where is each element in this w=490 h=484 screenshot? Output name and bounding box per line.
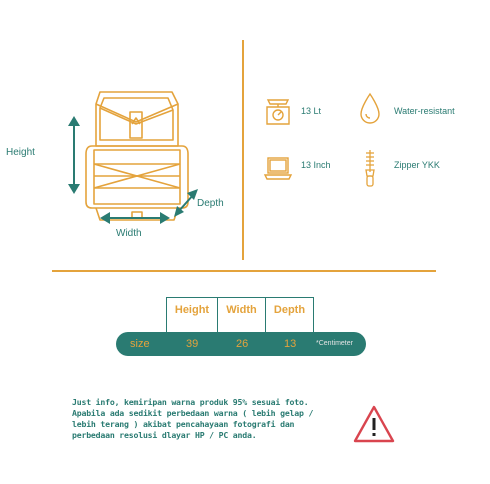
water-drop-icon xyxy=(360,92,380,124)
feature-water-resistant: Water-resistant xyxy=(394,106,455,116)
feature-volume: 13 Lt xyxy=(301,106,322,116)
feature-laptop-size: 13 Inch xyxy=(301,160,331,170)
depth-arrow-icon xyxy=(174,189,198,217)
size-value-height: 39 xyxy=(186,338,199,350)
header-height: Height xyxy=(166,297,218,321)
size-table-connector xyxy=(166,321,314,332)
connector-depth xyxy=(266,321,314,332)
height-label: Height xyxy=(6,147,35,158)
size-value-depth: 13 xyxy=(284,338,297,350)
size-row: size 39 26 13 *Centimeter xyxy=(116,332,366,356)
feature-zipper: Zipper YKK xyxy=(394,160,440,170)
scale-icon xyxy=(266,99,290,125)
header-depth: Depth xyxy=(266,297,314,321)
connector-width xyxy=(218,321,266,332)
backpack-illustration xyxy=(85,91,189,221)
size-table-header: Height Width Depth xyxy=(166,297,314,321)
note-line: Just info, kemiripan warna produk 95% se… xyxy=(72,397,309,407)
vertical-divider xyxy=(242,40,244,260)
height-arrow-icon xyxy=(68,116,80,194)
size-row-label: size xyxy=(130,338,150,350)
warning-icon xyxy=(353,405,395,443)
width-arrow-icon xyxy=(100,212,170,224)
note-line: lebih terang ) akibat pencahayaan fotogr… xyxy=(72,419,295,429)
depth-label: Depth xyxy=(197,198,224,209)
horizontal-divider xyxy=(52,270,436,272)
laptop-icon xyxy=(263,157,293,180)
note-line: perbedaan resolusi dlayar HP / PC anda. xyxy=(72,430,257,440)
header-width: Width xyxy=(218,297,266,321)
color-disclaimer: Just info, kemiripan warna produk 95% se… xyxy=(72,397,352,441)
size-unit: *Centimeter xyxy=(316,340,353,347)
connector-height xyxy=(166,321,218,332)
zipper-icon xyxy=(365,150,375,187)
note-line: Apabila ada sedikit perbedaan warna ( le… xyxy=(72,408,314,418)
size-value-width: 26 xyxy=(236,338,249,350)
width-label: Width xyxy=(116,228,142,239)
